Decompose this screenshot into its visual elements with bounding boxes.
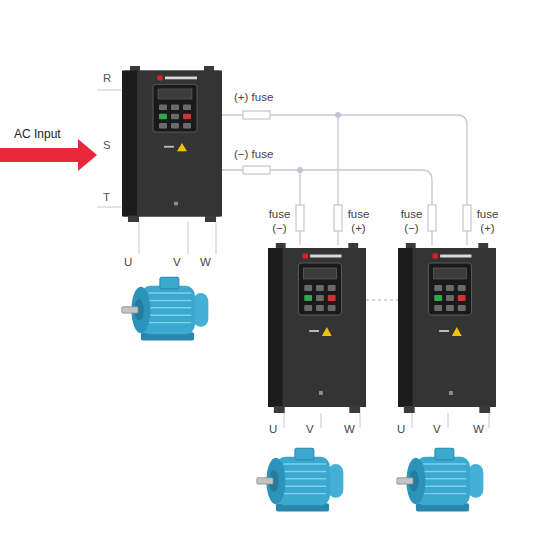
induction-motor (397, 448, 483, 511)
fuse-symbol (243, 111, 270, 119)
fuse-label: fuse (+) (345, 208, 372, 236)
inverter-drive (122, 66, 222, 222)
dc-plus-bus (222, 115, 467, 205)
phase-label: S (103, 139, 111, 153)
junction-dot (297, 167, 303, 173)
output-lead (188, 222, 189, 254)
dc-minus-branch (299, 170, 300, 205)
fuse-label: fuse (−) (266, 208, 293, 236)
phase-label: R (103, 72, 111, 86)
fuse-lead (431, 231, 432, 245)
output-lead (448, 413, 449, 428)
input-arrow (0, 139, 97, 171)
induction-motor (122, 277, 208, 340)
terminal-label: V (433, 423, 441, 437)
terminal-label: V (173, 256, 181, 270)
terminal-label: U (397, 423, 405, 437)
fuse-label: fuse (+) (474, 208, 501, 236)
fuse-symbol (296, 205, 304, 231)
fuse-lead (337, 231, 338, 245)
dc-plus-branch (337, 115, 338, 205)
terminal-label: W (344, 423, 355, 437)
input-label: AC Input (14, 127, 61, 141)
fuse-symbol (243, 166, 270, 174)
terminal-label: W (473, 423, 484, 437)
terminal-label: W (200, 256, 211, 270)
fuse-label: fuse (−) (398, 208, 425, 236)
phase-line (97, 207, 121, 208)
dashed-link (366, 300, 398, 301)
output-lead (412, 413, 413, 428)
output-lead (139, 222, 140, 254)
phase-line (97, 90, 121, 91)
junction-dot (335, 112, 341, 118)
induction-motor (257, 448, 343, 511)
fuse-label: (−) fuse (234, 148, 273, 162)
fuse-lead (299, 231, 300, 245)
terminal-label: U (269, 423, 277, 437)
fuse-lead (466, 231, 467, 245)
fuse-label: (+) fuse (234, 91, 273, 105)
inverter-drive (268, 243, 366, 413)
inverter-drive (398, 243, 496, 413)
fuse-symbol (463, 205, 471, 231)
output-lead (321, 413, 322, 428)
phase-label: T (103, 191, 110, 205)
terminal-label: V (306, 423, 314, 437)
fuse-symbol (428, 205, 436, 231)
fuse-symbol (334, 205, 342, 231)
output-lead (216, 222, 217, 254)
terminal-label: U (124, 256, 132, 270)
output-lead (489, 413, 490, 428)
output-lead (284, 413, 285, 428)
output-lead (360, 413, 361, 428)
dc-minus-bus (222, 170, 432, 205)
